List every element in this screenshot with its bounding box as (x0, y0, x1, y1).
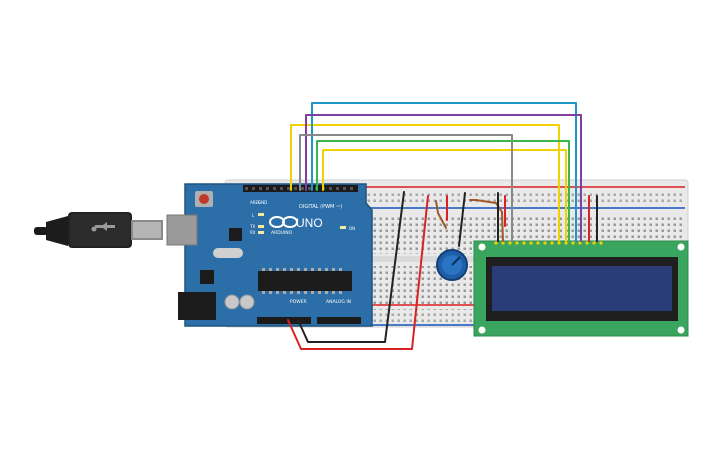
usb-port (166, 214, 198, 246)
lcd-screen (492, 266, 672, 311)
led-rx-label: RX (250, 230, 256, 235)
wire-red-5v[interactable] (287, 195, 429, 350)
wire-purple[interactable] (305, 114, 582, 242)
lcd-16x2-display[interactable] (473, 240, 689, 337)
analog-header (317, 317, 361, 324)
wire-yellow-2[interactable] (322, 149, 567, 242)
wires (287, 102, 598, 350)
power-label: POWER (290, 299, 307, 305)
capacitor (239, 294, 255, 310)
power-header (257, 317, 311, 324)
wire-brown[interactable] (435, 200, 447, 229)
led-tx (258, 225, 264, 228)
arduino-brand-text: ARDUINO (271, 230, 293, 236)
arduino-uno-board[interactable]: DIGITAL (PWM ~) AREF GND UNO ARDUINO L T… (166, 183, 373, 327)
atmega-chip (258, 271, 352, 291)
wire-black-pot[interactable] (458, 192, 466, 247)
aref-label: AREF (250, 200, 261, 205)
gnd-label: GND (258, 200, 267, 205)
led-l-label: L (252, 213, 255, 218)
led-rx (258, 231, 264, 234)
wire-yellow-1[interactable] (290, 124, 560, 242)
potentiometer[interactable] (436, 249, 468, 281)
wire-blue[interactable] (311, 102, 577, 242)
led-tx-label: TX (249, 224, 255, 229)
led-on (340, 226, 346, 229)
usb-cable (34, 212, 163, 248)
wire-green[interactable] (316, 140, 570, 242)
crystal (213, 248, 243, 258)
digital-header-label: DIGITAL (PWM ~) (299, 204, 342, 210)
voltage-regulator (200, 270, 214, 284)
wire-brown-2[interactable] (469, 199, 504, 242)
analog-in-label: ANALOG IN (326, 299, 351, 305)
capacitor (224, 294, 240, 310)
dc-power-jack (178, 292, 216, 320)
wire-gray[interactable] (299, 134, 513, 242)
led-l (258, 213, 264, 216)
wire-black-gnd[interactable] (297, 191, 405, 343)
on-label: ON (349, 226, 355, 231)
uno-logo-text: UNO (296, 216, 323, 230)
usb-chip (229, 228, 242, 241)
